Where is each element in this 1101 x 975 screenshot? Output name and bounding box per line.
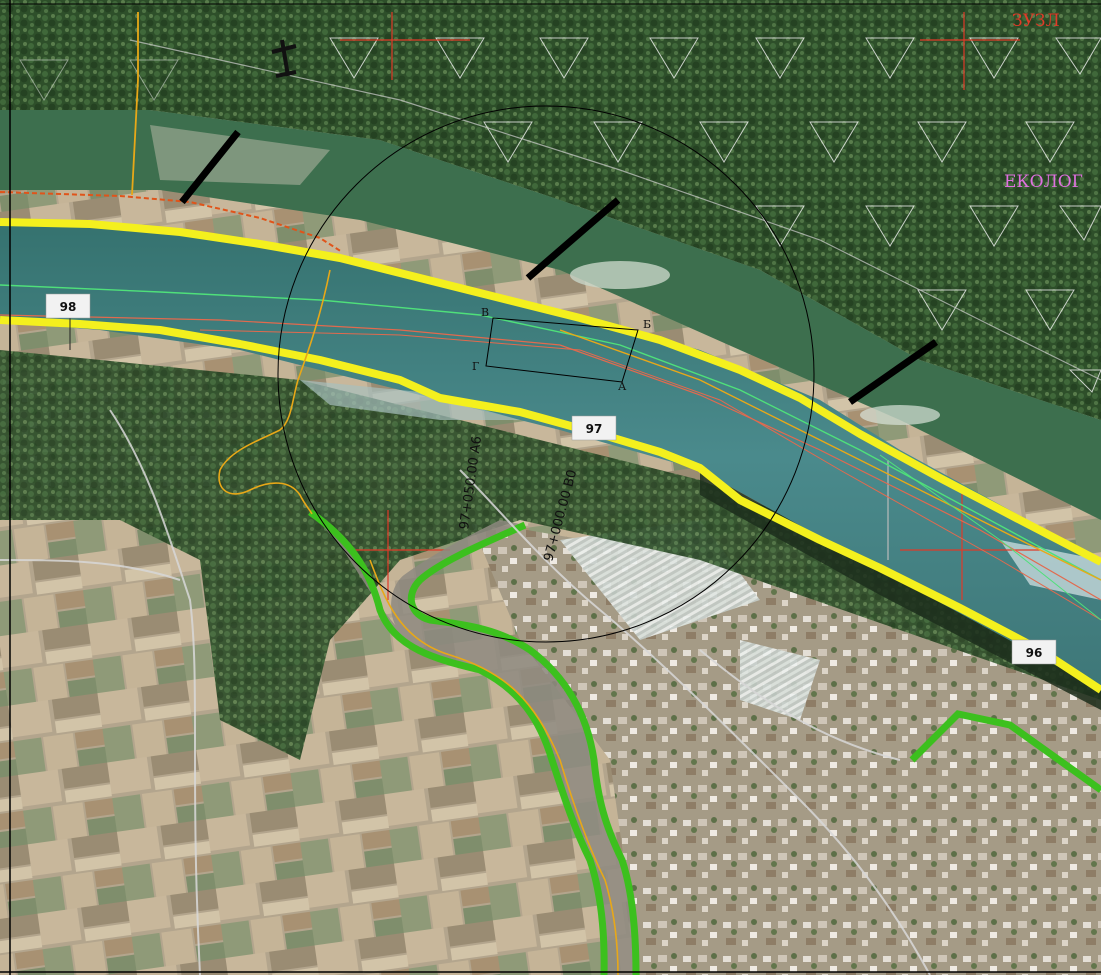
local-roads — [0, 409, 931, 975]
green-line — [879, 454, 1101, 621]
point-label: В — [481, 306, 489, 319]
road-axis — [369, 559, 619, 975]
riparian-forest — [0, 350, 1101, 760]
groyne-symbol — [271, 39, 297, 78]
gravel-bar — [860, 405, 940, 425]
orange-axis-line — [559, 329, 1101, 581]
zone-label-top: ЗУЗЛ — [1012, 11, 1060, 31]
road-outline-west — [307, 509, 608, 975]
point-label: Г — [472, 360, 479, 373]
site-polygon — [485, 317, 639, 383]
road-outline-east — [407, 521, 640, 975]
point-label: А — [618, 380, 627, 393]
groynes — [179, 129, 939, 405]
green-centerline — [0, 284, 1101, 581]
river-bank-north — [0, 218, 1101, 566]
red-axis-line — [0, 314, 1101, 601]
gravel-bar — [150, 125, 330, 185]
km-marker-96: 96 — [1011, 639, 1057, 665]
greenhouse-area — [740, 640, 820, 720]
zone-label-ecology: ЕКОЛОГ — [1004, 172, 1083, 192]
point-label: Б — [643, 318, 651, 331]
svg-text:97: 97 — [586, 422, 603, 436]
sand-bar — [300, 380, 520, 420]
svg-text:98: 98 — [60, 300, 77, 314]
road-outline-east-branch — [909, 710, 1101, 793]
zone-triangles — [19, 37, 1101, 393]
orange-route-line — [218, 269, 331, 515]
river-water — [0, 222, 1101, 690]
gravel-bar — [570, 261, 670, 289]
km-marker-98: 98 — [45, 293, 91, 319]
orange-boundary-line — [131, 12, 139, 196]
km-marker-97: 97 — [571, 415, 617, 441]
grid-cross — [340, 12, 1040, 600]
forest-track — [129, 39, 1101, 381]
svg-text:96: 96 — [1026, 646, 1043, 660]
limit-line — [0, 191, 343, 253]
buffer-circle — [277, 105, 815, 643]
red-axis-line — [199, 329, 1101, 621]
north-forest — [0, 0, 1101, 420]
floodplain — [0, 110, 1101, 520]
